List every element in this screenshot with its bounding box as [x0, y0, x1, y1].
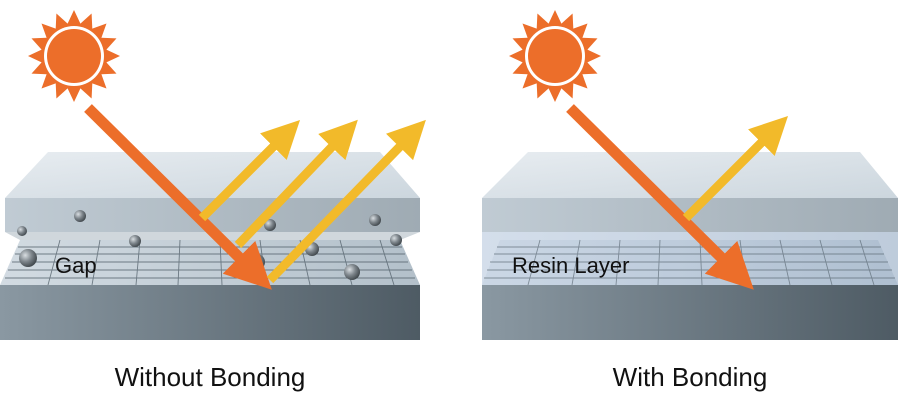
left-panel: Gap [0, 10, 426, 340]
sun-icon [509, 10, 601, 102]
incident-ray-left [84, 104, 272, 290]
right-panel: Resin Layer [482, 10, 898, 340]
lcd-grid-right [484, 239, 895, 286]
caption-with-bonding: With Bonding [612, 362, 768, 392]
sun-icon [28, 10, 120, 102]
reflected-ray-left-3 [266, 119, 426, 284]
reflected-ray-right [682, 115, 789, 222]
reflected-ray-left-2 [234, 119, 358, 249]
resin-layer [482, 232, 898, 285]
resin-layer-label: Resin Layer [512, 253, 629, 278]
caption-without-bonding: Without Bonding [114, 362, 306, 392]
incident-ray-right [566, 104, 754, 290]
reflected-ray-left-1 [198, 119, 301, 222]
gap-label: Gap [55, 253, 97, 278]
